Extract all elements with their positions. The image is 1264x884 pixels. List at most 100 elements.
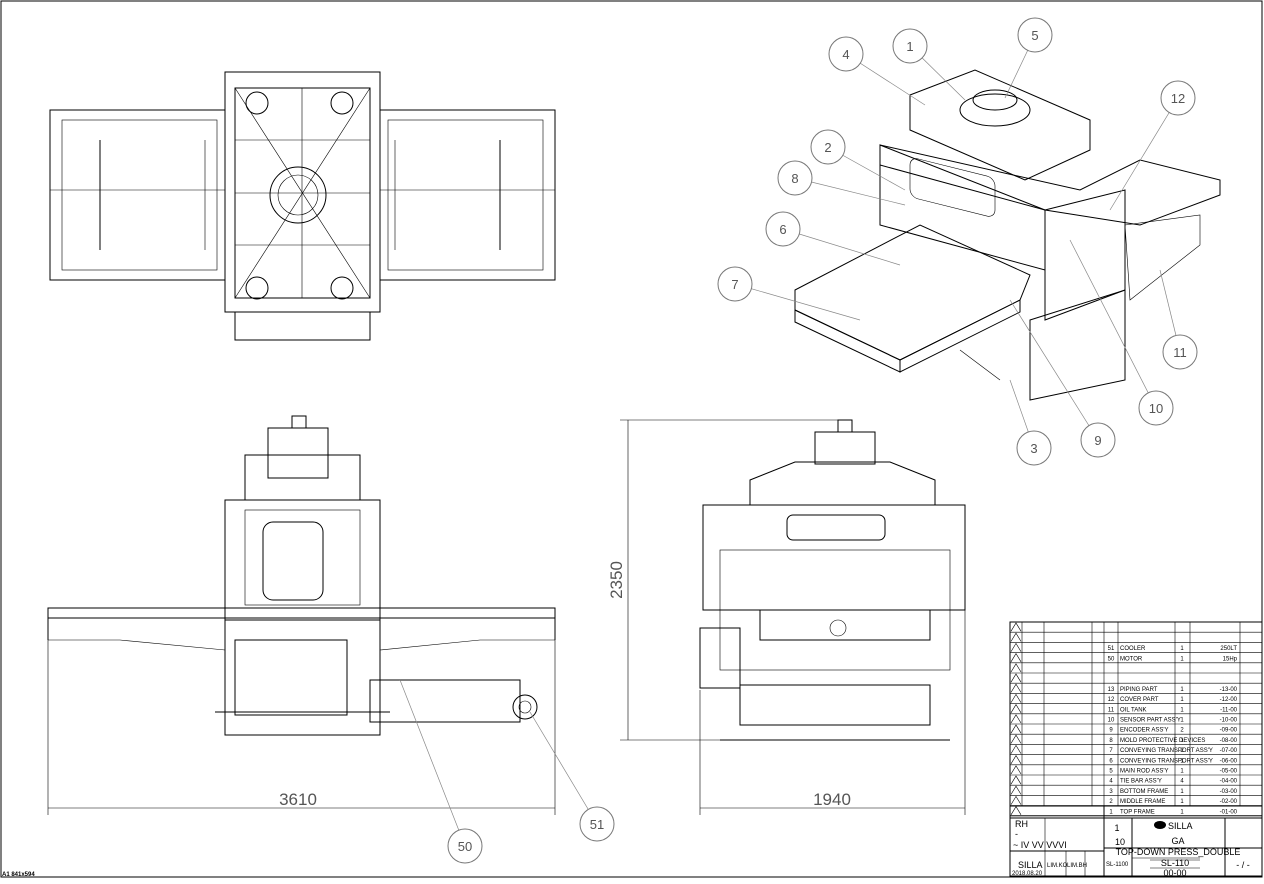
part-code: 250LT — [1220, 646, 1237, 652]
svg-text:51: 51 — [590, 817, 604, 832]
drawing-sub-number: 00-00 — [1163, 868, 1186, 878]
svg-text:8: 8 — [791, 171, 798, 186]
top-plan-view — [49, 71, 556, 341]
svg-text:2: 2 — [824, 140, 831, 155]
sheet-number: - / - — [1236, 860, 1250, 870]
svg-text:12: 12 — [1171, 91, 1185, 106]
parts-list-row: 5 MAIN ROD ASS'Y 1 -05-00 — [1109, 769, 1237, 775]
revision-triangle-icon — [1010, 663, 1022, 673]
balloon-1: 1 — [892, 28, 928, 64]
svg-text:3: 3 — [1030, 441, 1037, 456]
parts-list-row: 11 OIL TANK 1 -11-00 — [1108, 707, 1238, 713]
part-no: 7 — [1109, 748, 1113, 754]
revision-triangle-icon — [1010, 765, 1022, 775]
balloon-50: 50 — [447, 828, 483, 864]
part-name: CONVEYING TRANSPORT ASS'Y — [1120, 758, 1213, 764]
balloon-2: 2 — [810, 129, 846, 165]
revision-triangle-icon — [1010, 724, 1022, 734]
part-no: 50 — [1108, 656, 1115, 662]
part-code: -04-00 — [1220, 779, 1238, 785]
revision-triangle-icon — [1010, 795, 1022, 805]
part-name: MIDDLE FRAME — [1120, 799, 1165, 805]
revision-triangle-icon — [1010, 775, 1022, 785]
part-qty: 2 — [1180, 748, 1184, 754]
svg-text:4: 4 — [842, 47, 849, 62]
svg-text:1: 1 — [906, 39, 913, 54]
revision-triangle-icon — [1010, 673, 1022, 683]
sheet-size-label: A1 841x594 — [2, 872, 35, 878]
revision-triangle-icon — [1010, 734, 1022, 744]
part-qty: 1 — [1180, 707, 1184, 713]
part-no: 13 — [1108, 687, 1115, 693]
dimension-lines — [47, 419, 966, 815]
revision-triangle-icon — [1010, 744, 1022, 754]
revision-triangle-icon — [1010, 642, 1022, 652]
part-name: COOLER — [1120, 646, 1146, 652]
surface-tolerance: ~ IV VV VVVI — [1013, 840, 1067, 850]
part-no: 51 — [1108, 646, 1115, 652]
balloon-8: 8 — [777, 160, 813, 196]
part-name: SENSOR PART ASS'Y — [1120, 718, 1181, 724]
isometric-view — [794, 69, 1221, 401]
svg-text:11: 11 — [1173, 345, 1187, 360]
dimension-overall-width: 3610 — [279, 790, 317, 809]
part-no: 3 — [1109, 789, 1113, 795]
part-code: 15Hp — [1223, 656, 1238, 662]
part-code: -05-00 — [1220, 769, 1238, 775]
front-elevation-view — [47, 415, 556, 736]
part-code: -09-00 — [1220, 728, 1238, 734]
model-number: SL-1100 — [1106, 862, 1129, 868]
svg-text:6: 6 — [779, 222, 786, 237]
part-qty: 1 — [1180, 809, 1184, 815]
balloon-6: 6 — [765, 211, 801, 247]
part-name: CONVEYING TRANSPORT ASS'Y — [1120, 748, 1213, 754]
parts-list-row: 7 CONVEYING TRANSPORT ASS'Y2 -07-00 — [1109, 748, 1237, 754]
part-name: MOLD PROTECTIVE DEVICES — [1120, 738, 1205, 744]
part-no: 5 — [1109, 769, 1113, 775]
part-no: 4 — [1109, 779, 1113, 785]
part-code: -08-00 — [1220, 738, 1238, 744]
part-qty: 1 — [1180, 799, 1184, 805]
svg-text:10: 10 — [1149, 401, 1163, 416]
revision-triangle-icon — [1010, 653, 1022, 662]
part-no: 11 — [1108, 707, 1115, 713]
revision-triangle-icon — [1010, 693, 1022, 703]
revision-triangle-icon — [1010, 632, 1022, 642]
part-no: 6 — [1109, 758, 1113, 764]
checked-by: LIM.KO — [1047, 863, 1068, 869]
part-name: OIL TANK — [1120, 707, 1147, 713]
drawing-number: SL-110 — [1161, 858, 1189, 868]
part-qty: 1 — [1180, 656, 1184, 662]
balloon-3: 3 — [1016, 430, 1052, 466]
part-no: 8 — [1109, 738, 1113, 744]
revision-triangle-icon — [1010, 714, 1022, 724]
approved-by: LIM.BH — [1067, 863, 1087, 869]
scale-denominator: 10 — [1115, 837, 1125, 847]
part-name: TIE BAR ASS'Y — [1120, 779, 1162, 785]
part-name: COVER PART — [1120, 697, 1159, 703]
part-code: -02-00 — [1220, 799, 1238, 805]
part-name: MOTOR — [1120, 656, 1143, 662]
balloon-5: 5 — [1017, 17, 1053, 53]
balloon-51: 51 — [579, 806, 615, 842]
part-qty: 2 — [1180, 728, 1184, 734]
part-no: 1 — [1109, 809, 1113, 815]
part-code: -06-00 — [1220, 758, 1238, 764]
part-name: MAIN ROD ASS'Y — [1120, 769, 1169, 775]
part-qty: 1 — [1180, 758, 1184, 764]
part-code: -07-00 — [1220, 748, 1238, 754]
part-qty: 1 — [1180, 789, 1184, 795]
revision-triangle-icon — [1010, 785, 1022, 795]
svg-text:50: 50 — [458, 839, 472, 854]
dimension-side-width: 1940 — [813, 790, 851, 809]
part-qty: 1 — [1180, 769, 1184, 775]
part-code: -11-00 — [1220, 707, 1238, 713]
balloon-callouts — [399, 34, 1181, 847]
svg-text:5: 5 — [1031, 28, 1038, 43]
part-code: -03-00 — [1220, 789, 1238, 795]
